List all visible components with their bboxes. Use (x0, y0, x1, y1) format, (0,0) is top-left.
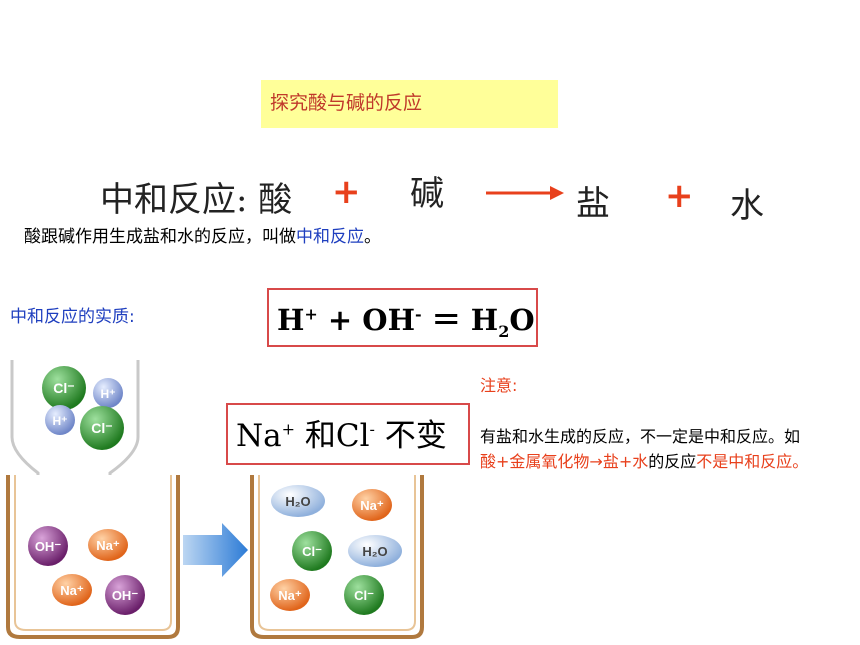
formula-o: O (509, 303, 535, 337)
note-black: 的反应 (648, 452, 697, 471)
left-ion-na-2: Na⁺ (52, 574, 92, 606)
funnel-ion-h-2: H⁺ (45, 405, 75, 435)
unchanged-tail: 不变 (374, 418, 447, 454)
funnel-ion-cl-1: Cl⁻ (42, 366, 86, 410)
definition-line: 酸跟碱作用生成盐和水的反应，叫做中和反应。 (24, 222, 381, 247)
equation-water: 水 (730, 186, 764, 226)
formula-oh: + OH (317, 303, 415, 337)
svg-text:H₂O: H₂O (362, 544, 387, 559)
funnel-ion-h-1: H⁺ (93, 378, 123, 408)
svg-text:Cl⁻: Cl⁻ (53, 380, 74, 396)
definition-end: 。 (364, 227, 381, 247)
unchanged-ions-text: Na+ 和Cl- 不变 (236, 410, 447, 455)
note-red-1: 酸+金属氧化物→盐+水 (480, 452, 649, 471)
svg-text:H⁺: H⁺ (53, 414, 68, 428)
left-ion-oh-1: OH⁻ (28, 526, 68, 566)
equation-prefix: 中和反应: 酸 (100, 180, 293, 220)
svg-text:Na⁺: Na⁺ (360, 498, 384, 513)
equation-salt: 盐 (576, 184, 610, 224)
note-red-2: 不是中和反应。 (696, 452, 809, 471)
na-charge: + (281, 419, 296, 439)
title-highlight-box (261, 80, 558, 128)
svg-text:Na⁺: Na⁺ (278, 588, 302, 603)
neutralization-illustration: Cl⁻ H⁺ H⁺ Cl⁻ OH⁻ Na⁺ Na⁺ OH⁻ (6, 360, 424, 639)
funnel-ion-cl-2: Cl⁻ (80, 406, 124, 450)
na-symbol: Na (236, 418, 282, 454)
right-ion-h2o-2: H₂O (348, 535, 402, 567)
formula-eq-h: ＝ H (421, 303, 499, 337)
svg-text:Na⁺: Na⁺ (96, 538, 120, 553)
svg-text:OH⁻: OH⁻ (35, 539, 62, 554)
plus-sign-1: + (332, 172, 361, 212)
left-ion-na-1: Na⁺ (88, 529, 128, 561)
reaction-direction-arrow-icon (183, 523, 248, 577)
definition-highlight: 中和反应 (296, 227, 364, 247)
formula-box (267, 288, 538, 347)
note-body: 有盐和水生成的反应，不一定是中和反应。如 酸+金属氧化物→盐+水的反应不是中和反… (480, 424, 840, 474)
and-cl: 和Cl (295, 418, 370, 454)
right-ion-na-1: Na⁺ (352, 489, 392, 521)
formula-h: H (277, 303, 305, 337)
left-ion-oh-2: OH⁻ (105, 575, 145, 615)
definition-text: 酸跟碱作用生成盐和水的反应，叫做 (24, 227, 296, 247)
cl-charge: - (369, 419, 375, 439)
svg-text:H₂O: H₂O (285, 494, 310, 509)
svg-text:OH⁻: OH⁻ (112, 588, 139, 603)
svg-text:Cl⁻: Cl⁻ (91, 420, 112, 436)
reaction-arrow-icon (486, 186, 564, 200)
plus-sign-2: + (665, 176, 694, 216)
formula-h-charge: + (304, 304, 318, 324)
svg-text:Cl⁻: Cl⁻ (354, 588, 374, 603)
equation-base: 碱 (410, 174, 444, 214)
formula-oh-charge: - (414, 304, 422, 324)
right-ion-cl-2: Cl⁻ (344, 575, 384, 615)
unchanged-ions-box (226, 403, 470, 465)
note-line1: 有盐和水生成的反应，不一定是中和反应。如 (480, 427, 801, 446)
ionic-equation: H+ + OH- ＝ H2O (277, 297, 535, 341)
svg-text:H⁺: H⁺ (101, 387, 116, 401)
svg-text:Na⁺: Na⁺ (60, 583, 84, 598)
right-ion-na-2: Na⁺ (270, 579, 310, 611)
formula-subscript: 2 (498, 321, 510, 341)
right-ion-h2o-1: H₂O (271, 485, 325, 517)
dropper-funnel (10, 360, 140, 493)
essence-label: 中和反应的实质: (10, 307, 135, 327)
slide-title: 探究酸与碱的反应 (270, 92, 423, 114)
note-title: 注意: (480, 376, 518, 395)
right-ion-cl-1: Cl⁻ (292, 531, 332, 571)
svg-text:Cl⁻: Cl⁻ (302, 544, 322, 559)
